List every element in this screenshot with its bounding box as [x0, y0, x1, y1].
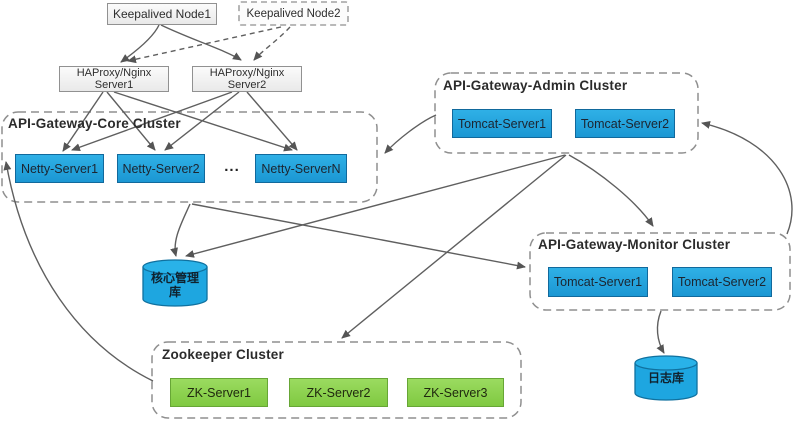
arrow-haproxy1-to-netty1 [62, 91, 104, 152]
monitor-tomcat-server2: Tomcat-Server2 [672, 267, 772, 297]
core-db-label-line1: 核心管理 [150, 271, 199, 285]
haproxy1-line1: HAProxy/Nginx [76, 66, 152, 79]
core-db-label-line2: 库 [168, 285, 181, 299]
arrow-admin-to-core-db [185, 154, 566, 258]
core-db-label: 核心管理 库 [141, 271, 209, 299]
haproxy-nginx-server1: HAProxy/Nginx Server1 [59, 66, 169, 92]
log-db-label: 日志库 [647, 371, 684, 385]
arrow-haproxy1-to-netty2 [106, 91, 156, 151]
arrow-monitor-to-admin [701, 120, 793, 235]
monitor-cluster-title: API-Gateway-Monitor Cluster [538, 237, 731, 252]
netty-server2: Netty-Server2 [117, 154, 205, 183]
arrow-admin-to-zookeeper [341, 154, 567, 339]
arrow-keepalived2-to-haproxy2 [253, 26, 291, 61]
arrow-admin-to-core-cluster [384, 114, 437, 154]
admin-tomcat-server1: Tomcat-Server1 [452, 109, 552, 138]
netty-server1: Netty-Server1 [15, 154, 104, 183]
admin-cluster-title: API-Gateway-Admin Cluster [443, 78, 628, 93]
netty-serverN: Netty-ServerN [255, 154, 347, 183]
arrow-core-to-core-db [170, 203, 191, 257]
monitor-tomcat-server1: Tomcat-Server1 [548, 267, 648, 297]
netty-servers-ellipsis: ... [224, 158, 240, 175]
zk-server1: ZK-Server1 [170, 378, 268, 407]
zk-server2: ZK-Server2 [289, 378, 388, 407]
zk-server3: ZK-Server3 [407, 378, 504, 407]
arrow-zookeeper-to-core [3, 161, 154, 382]
keepalived-node2-outline [238, 1, 349, 26]
haproxy1-line2: Server1 [94, 79, 134, 91]
arrow-haproxy2-to-netty2 [164, 91, 240, 151]
zookeeper-cluster-title: Zookeeper Cluster [162, 347, 284, 362]
keepalived-node2: Keepalived Node2 [246, 7, 341, 20]
core-cluster-title: API-Gateway-Core Cluster [8, 116, 181, 131]
arrow-keepalived2-to-haproxy1 [127, 26, 282, 64]
arrow-haproxy2-to-netty1 [71, 91, 233, 152]
haproxy2-line2: Server2 [227, 79, 267, 91]
keepalived-node1: Keepalived Node1 [107, 3, 217, 25]
core-db-cylinder-icon [142, 259, 208, 307]
admin-tomcat-server2: Tomcat-Server2 [575, 109, 675, 138]
arrow-keepalived1-to-haproxy1 [120, 24, 160, 63]
arrow-core-to-monitor [191, 203, 526, 270]
log-db-cylinder-icon [634, 355, 698, 401]
arrow-monitor-to-log-db [656, 310, 665, 354]
arrow-haproxy2-to-nettyN [246, 91, 298, 151]
haproxy2-line1: HAProxy/Nginx [209, 66, 285, 79]
haproxy-nginx-server2: HAProxy/Nginx Server2 [192, 66, 302, 92]
arrow-keepalived1-to-haproxy2 [160, 24, 242, 61]
arrow-admin-to-monitor [568, 154, 654, 227]
